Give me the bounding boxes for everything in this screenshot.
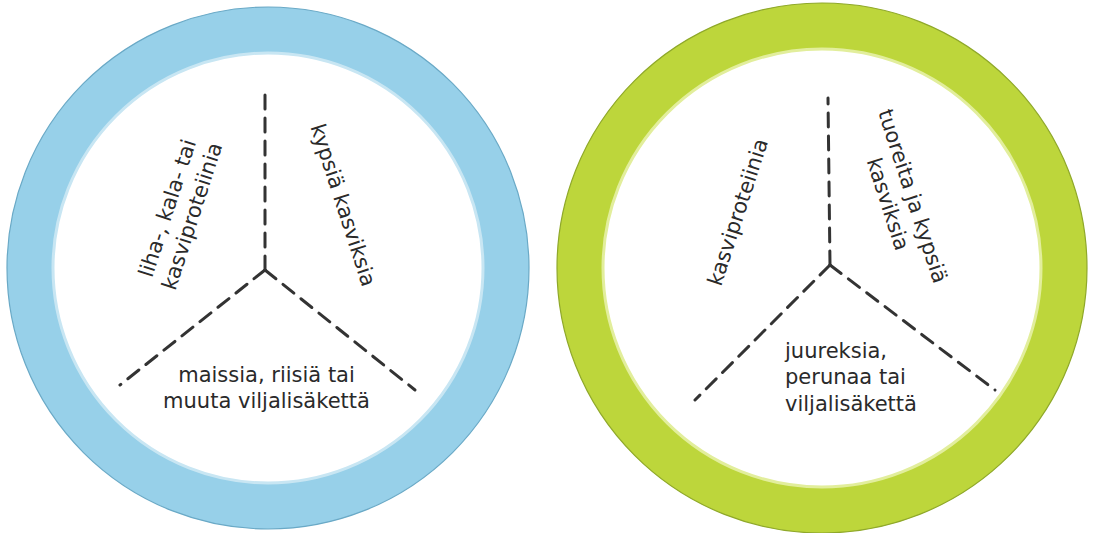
blue-plate: [30, 30, 506, 506]
plate-inner-rim: [603, 49, 1041, 487]
section-label: juureksia, perunaa tai viljalisäkettä: [785, 338, 955, 417]
green-plate: [580, 26, 1064, 510]
divider-line: [264, 95, 267, 270]
plate-inner-rim: [53, 53, 483, 483]
plate-rim: [557, 3, 1087, 533]
divider-line: [828, 98, 830, 265]
plate-section: maissia, riisiä tai muuta viljalisäkettä: [144, 362, 389, 415]
plate-rim: [7, 7, 529, 529]
plate-section: juureksia, perunaa tai viljalisäkettä: [785, 338, 955, 417]
section-label: maissia, riisiä tai muuta viljalisäkettä: [144, 362, 389, 415]
